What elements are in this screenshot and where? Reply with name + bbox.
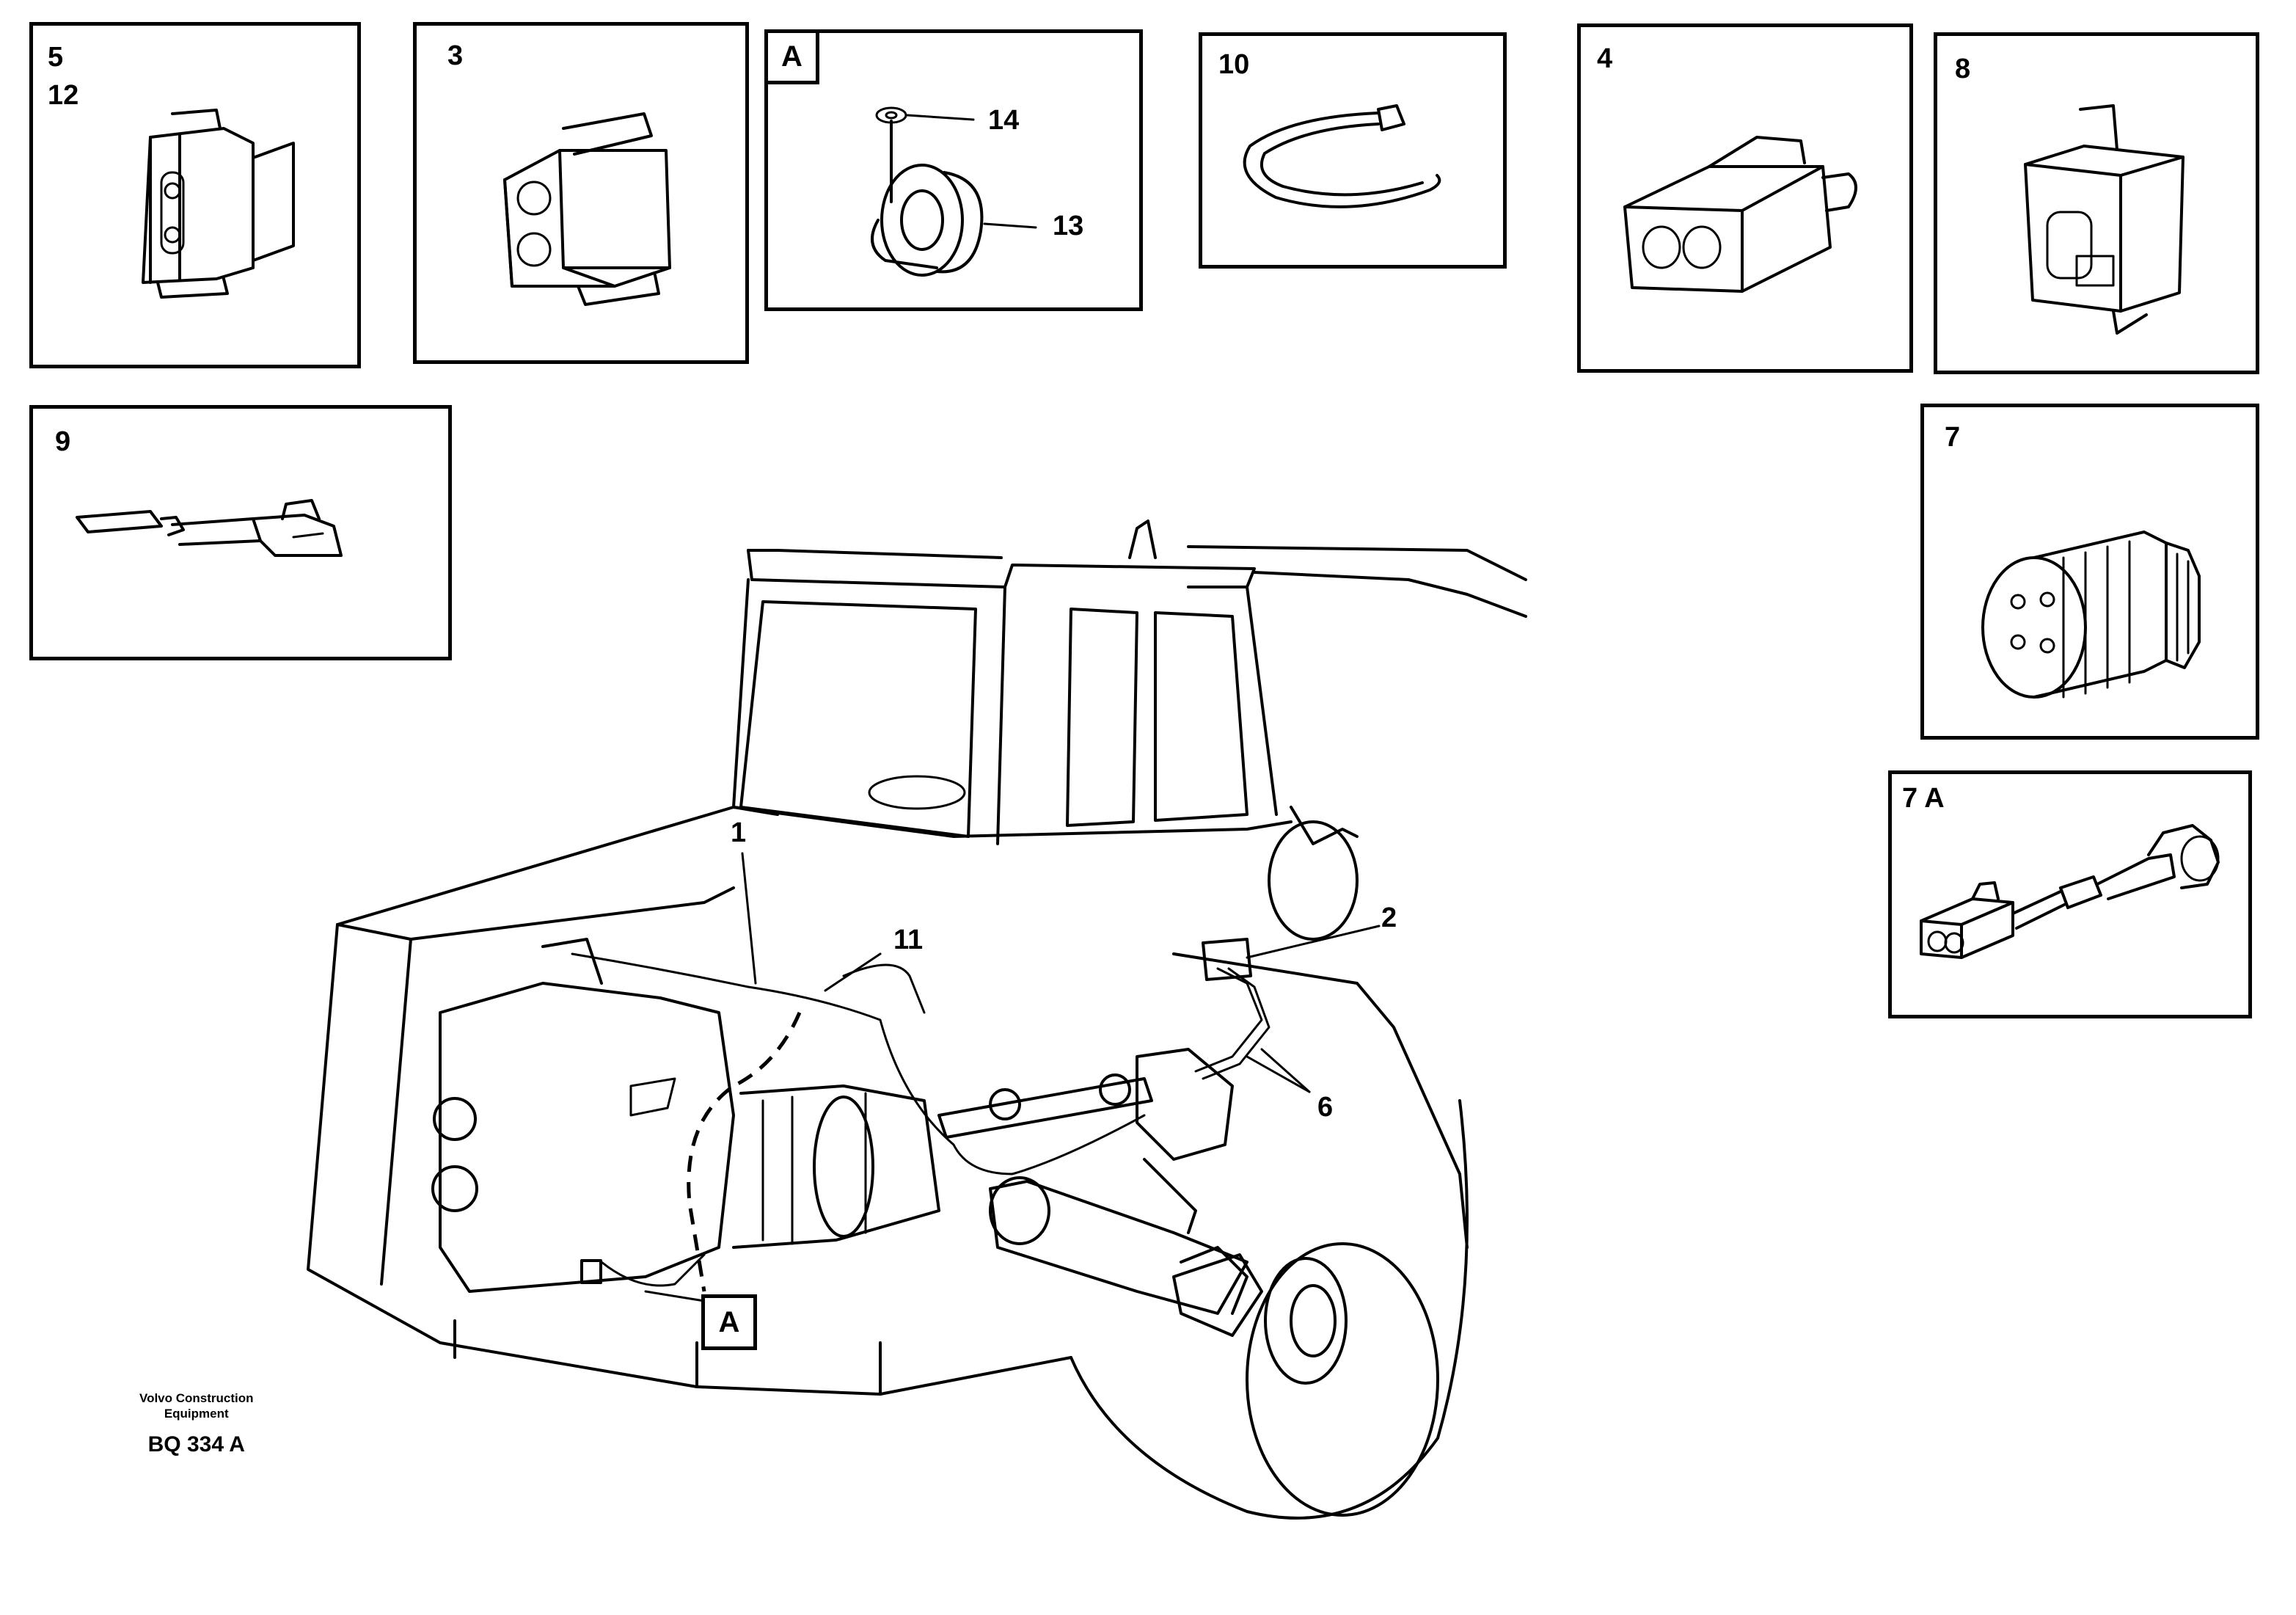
panel-grommet-a: A 14 13	[764, 29, 1143, 311]
panel-sensor-7a: 7 A	[1888, 770, 2252, 1018]
part-label-3: 3	[447, 40, 464, 71]
connector-drawing	[2024, 104, 2185, 335]
brand-line-1: Volvo Construction	[139, 1391, 254, 1405]
callout-11: 11	[893, 925, 924, 955]
part-label-7a: 7 A	[1902, 783, 1945, 814]
connector-drawing	[1623, 136, 1857, 293]
terminal-drawing	[76, 499, 343, 557]
connector-drawing	[503, 112, 671, 306]
connector-drawing	[142, 109, 295, 299]
callout-2: 2	[1381, 903, 1397, 933]
part-label-12: 12	[48, 80, 79, 111]
panel-cable-tie-10: 10	[1199, 32, 1507, 269]
grommet-drawing	[871, 106, 1037, 277]
panel-connector-8: 8	[1934, 32, 2259, 374]
callout-14: 14	[988, 105, 1020, 136]
panel-connector-4: 4	[1577, 23, 1913, 373]
callout-13: 13	[1053, 211, 1084, 241]
sensor-drawing	[1920, 824, 2220, 959]
part-label-4: 4	[1597, 43, 1613, 74]
part-label-8: 8	[1955, 54, 1971, 84]
tag-a-main: A	[701, 1294, 757, 1350]
panel-connector-3: 3	[413, 22, 749, 364]
part-label-5: 5	[48, 42, 64, 73]
panel-connector-5-12: 5 12	[29, 22, 361, 368]
callout-6: 6	[1317, 1092, 1334, 1123]
tag-a-box: A	[764, 29, 819, 84]
footer-credit: Volvo Construction Equipment BQ 334 A	[139, 1390, 254, 1457]
cable-tie-drawing	[1243, 104, 1441, 208]
drawing-code: BQ 334 A	[147, 1432, 245, 1457]
part-label-7: 7	[1945, 422, 1961, 453]
part-label-10: 10	[1218, 49, 1250, 80]
panel-plug-7: 7	[1920, 404, 2259, 740]
round-plug-drawing	[1981, 531, 2201, 699]
callout-1: 1	[731, 817, 747, 848]
part-label-9: 9	[55, 426, 71, 457]
brand-line-2: Equipment	[164, 1407, 229, 1421]
panel-terminal-9: 9	[29, 405, 452, 660]
